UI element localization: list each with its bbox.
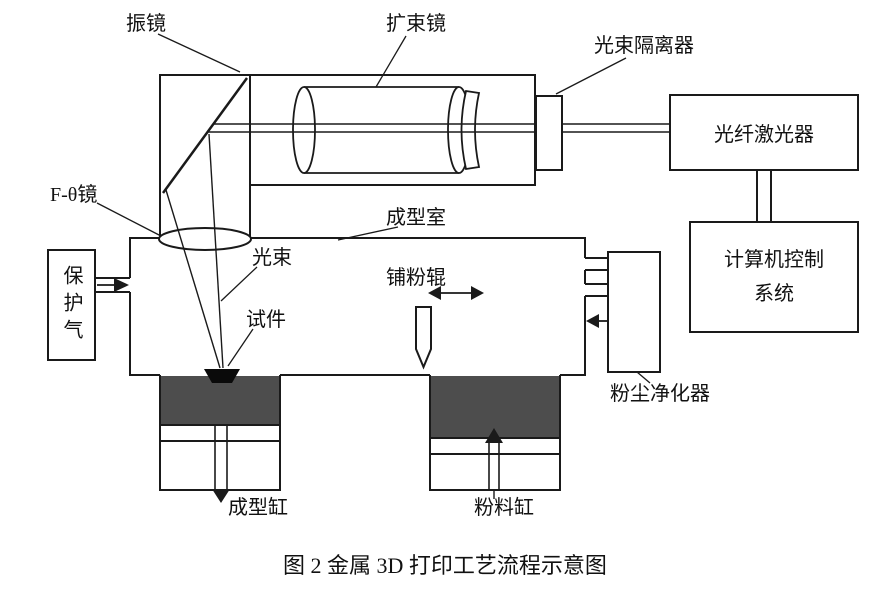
f-theta-lens [158,227,252,251]
figure-caption: 图 2 金属 3D 打印工艺流程示意图 [283,553,607,578]
convex-lens [292,86,316,174]
gas-flow-arrow [114,278,129,292]
label-shielding-gas: 保护气 [60,264,82,346]
beam-isolator-box [535,95,563,171]
leader-chamber [337,226,399,241]
leader-galvo [157,33,241,73]
dust-purifier-box [607,251,661,373]
leader-specimen [227,328,254,367]
leader-isolator [555,57,627,95]
leader-purifier [636,371,651,384]
laser-beam-path [165,123,536,369]
label-powder-cylinder: 粉料缸 [474,497,534,519]
powder-up-arrow [485,428,503,443]
label-beam-isolator: 光束隔离器 [594,35,694,57]
label-forming-chamber: 成型室 [386,207,446,229]
label-computer-control: 计算机控制系统 [724,249,824,305]
leader-lines [96,33,651,384]
flow-arrows [114,278,599,503]
label-beam-expander: 扩束镜 [386,13,446,35]
label-laser-beam: 光束 [252,247,292,269]
label-powder-roller: 铺粉辊 [386,267,446,289]
powder-cylinder-walls [429,375,561,491]
purifier-return-arrow [586,314,599,328]
label-specimen: 试件 [246,309,286,331]
label-forming-cylinder: 成型缸 [228,497,288,519]
beam-converging-line [208,133,224,369]
roller-arrow-right [471,286,484,300]
label-dust-purifier: 粉尘净化器 [610,383,710,405]
gas-box [47,249,96,361]
computer-box [689,221,859,333]
leader-f-theta [96,202,162,237]
powder-cylinder-powder [431,376,559,438]
forming-cylinder-powder [161,376,279,425]
concave-lens [460,89,481,171]
roller-blade [415,306,432,370]
label-fiber-laser: 光纤激光器 [714,124,814,146]
leader-expander [375,35,407,88]
forming-chamber-outline [129,237,586,376]
label-galvo-mirror: 振镜 [126,13,166,35]
lens-assembly [292,86,481,174]
specimen-shape [204,369,240,383]
galvo-mirror [161,77,249,194]
beam-converging-line [165,189,221,369]
structure-lines [47,74,859,499]
computer-box-label-wrap: 计算机控制系统 [690,222,858,332]
leader-beam [220,266,258,302]
label-f-theta-lens: F-θ镜 [50,184,98,206]
roller-arrow-left [428,286,441,300]
forming-down-arrow [212,489,230,503]
